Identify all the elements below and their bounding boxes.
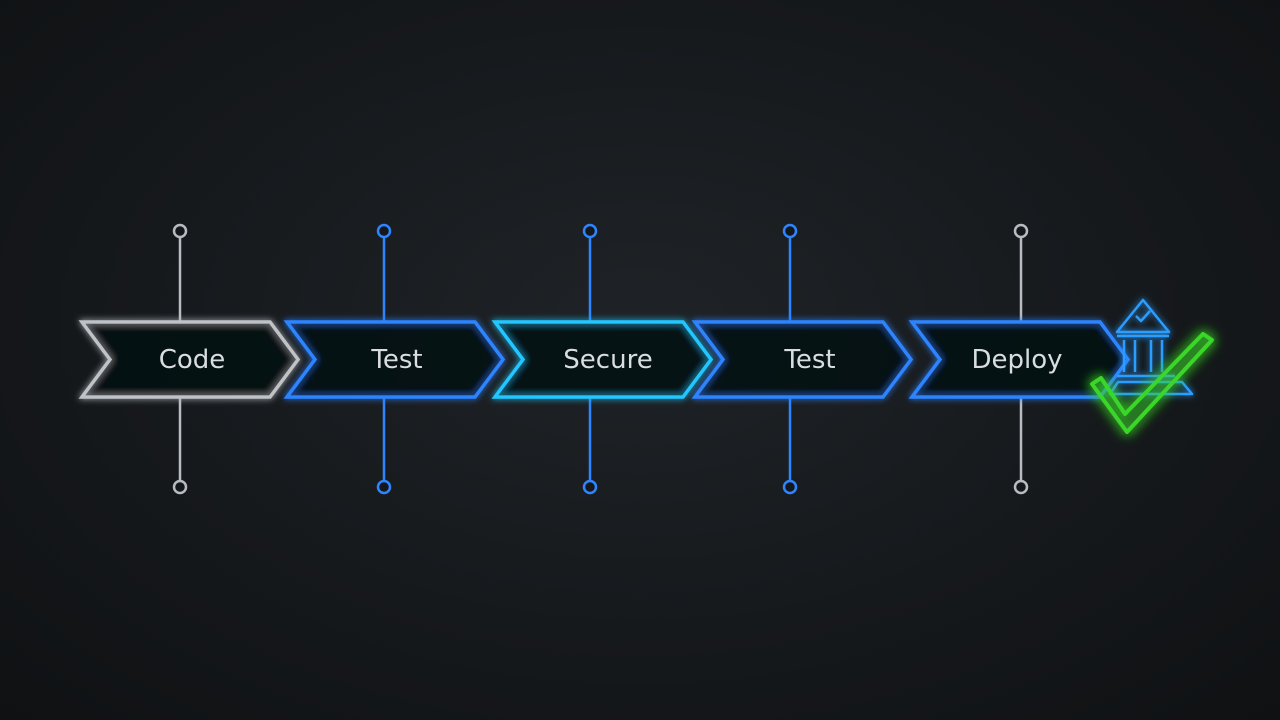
connector-lines [172,223,1029,495]
stage-arrow-test-2 [691,320,914,399]
connector-test-2 [782,223,798,495]
connector-test-1 [376,223,392,495]
stage-label-test-1: Test [370,345,422,375]
connector-code [172,223,188,495]
connector-node [1013,479,1029,495]
connector-node [376,223,392,239]
connector-node [376,479,392,495]
checkmark-icon [1090,332,1214,434]
connector-node [172,479,188,495]
connector-node [782,223,798,239]
connector-node [582,223,598,239]
connector-node [1013,223,1029,239]
stage-label-code: Code [159,345,226,375]
stage-arrows [78,320,1131,399]
stage-arrow-secure [491,320,714,399]
connector-deploy [1013,223,1029,495]
connector-secure [582,223,598,495]
bank-icon [1108,298,1194,396]
connector-node [172,223,188,239]
stage-arrow-code [78,320,301,399]
connector-node [782,479,798,495]
stage-arrow-test-1 [283,320,506,399]
stage-label-deploy: Deploy [971,345,1062,375]
connector-node [582,479,598,495]
stage-label-test-2: Test [783,345,835,375]
stage-label-secure: Secure [563,345,652,375]
